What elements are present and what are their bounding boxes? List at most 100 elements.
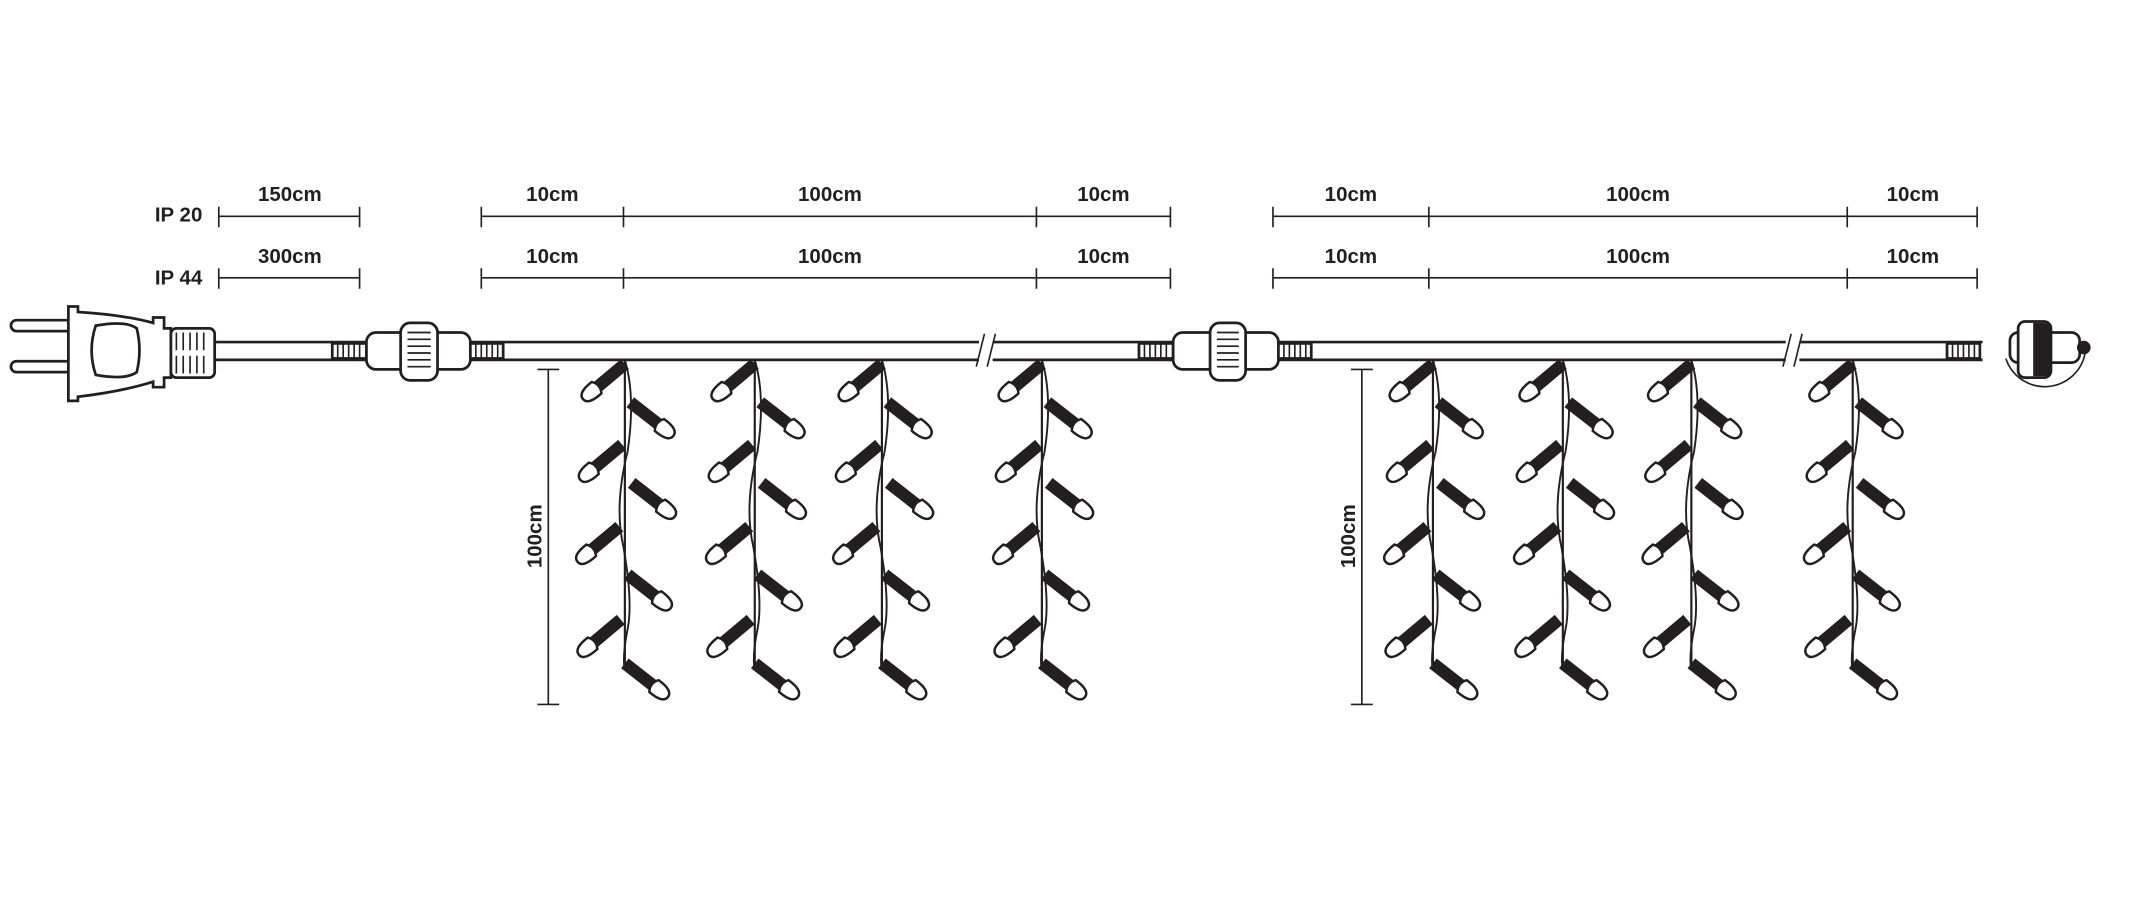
drop-height-dimension-2: 100cm — [1337, 368, 1373, 706]
led-bulb-icon — [1641, 521, 1690, 566]
s2-ip20-mid: 100cm — [1606, 183, 1670, 206]
led-bulb-icon — [1848, 658, 1899, 701]
led-bulb-icon — [756, 397, 806, 440]
drop-wire-return — [1685, 359, 1699, 671]
led-bulb-icon — [1388, 359, 1437, 403]
led-bulb-icon — [878, 658, 928, 701]
drop-wire-return — [1846, 359, 1860, 671]
led-bulb-icon — [1851, 569, 1902, 612]
drop-wire-return — [875, 359, 890, 671]
drop-wire-return — [1035, 359, 1050, 671]
lead-dimension-ip44: 300cm — [217, 245, 361, 289]
led-bulb-icon — [1559, 658, 1609, 701]
led-bulb-icon — [1802, 521, 1852, 566]
s1-ip44-mid: 100cm — [798, 245, 862, 268]
led-bulb-icon — [1644, 439, 1693, 484]
s2-ip20-left: 10cm — [1325, 183, 1377, 206]
lead-length-ip44: 300cm — [258, 245, 322, 268]
led-bulb-icon — [833, 614, 882, 659]
led-bulb-icon — [1693, 397, 1743, 440]
led-bulb-icon — [1642, 614, 1692, 659]
led-bulb-icon — [1646, 359, 1696, 403]
led-bulb-icon — [1855, 478, 1906, 521]
connector-1-icon — [330, 321, 505, 382]
led-bulb-icon — [704, 521, 754, 566]
led-bulb-icon — [1561, 569, 1612, 612]
connector-2-icon — [1137, 321, 1313, 382]
drop-height-label-2: 100cm — [1337, 504, 1360, 568]
led-drop — [574, 359, 678, 701]
drop-height-label-1: 100cm — [523, 504, 546, 568]
led-bulb-icon — [1515, 439, 1565, 484]
drop-height-dimension-1: 100cm — [523, 368, 560, 706]
section-1-dimensions: 10cm 100cm 10cm 10cm 100cm 10cm — [480, 183, 1172, 289]
led-bulb-icon — [880, 569, 931, 612]
led-bulb-icon — [1043, 397, 1093, 440]
led-bulb-icon — [834, 439, 884, 484]
led-bulb-icon — [757, 478, 808, 521]
led-drop — [991, 359, 1095, 701]
s2-ip20-right: 10cm — [1887, 183, 1939, 206]
ip44-label: IP 44 — [155, 267, 203, 290]
s2-ip44-mid: 100cm — [1606, 245, 1670, 268]
led-bulb-icon — [1694, 478, 1744, 521]
led-bulb-icon — [1804, 614, 1853, 659]
led-bulb-icon — [1518, 359, 1567, 403]
led-bulb-icon — [1429, 658, 1479, 701]
led-bulb-icon — [627, 478, 678, 521]
led-bulb-icon — [574, 521, 624, 566]
led-bulb-icon — [883, 397, 934, 440]
led-bulb-icon — [1687, 658, 1737, 701]
led-drop — [831, 359, 935, 701]
s1-ip44-right: 10cm — [1077, 245, 1129, 268]
lead-length-ip20: 150cm — [258, 183, 322, 206]
led-bulb-icon — [707, 439, 756, 484]
led-bulb-icon — [1805, 439, 1854, 484]
led-bulb-icon — [837, 359, 886, 403]
led-bulb-icon — [991, 521, 1041, 566]
led-bulb-icon — [576, 614, 625, 659]
led-bulb-icon — [831, 521, 881, 566]
led-bulb-icon — [580, 359, 629, 403]
lead-dimension-ip20: 150cm — [217, 183, 361, 228]
led-bulb-icon — [1854, 397, 1904, 440]
led-drops — [574, 359, 1906, 701]
led-bulb-icon — [1040, 569, 1091, 612]
led-bulb-icon — [750, 658, 801, 701]
led-drop — [1382, 359, 1486, 701]
section-2-dimensions: 10cm 100cm 10cm 10cm 100cm 10cm — [1272, 183, 1978, 289]
led-bulb-icon — [706, 614, 755, 659]
led-bulb-icon — [1512, 521, 1562, 566]
s2-ip44-left: 10cm — [1325, 245, 1377, 268]
s1-ip20-left: 10cm — [526, 183, 578, 206]
led-bulb-icon — [710, 359, 759, 403]
s2-ip44-right: 10cm — [1887, 245, 1939, 268]
led-bulb-icon — [993, 614, 1042, 659]
led-bulb-icon — [1434, 397, 1485, 440]
led-bulb-icon — [1564, 397, 1614, 440]
drop-wire-return — [1556, 359, 1571, 671]
led-bulb-icon — [1565, 478, 1616, 521]
led-bulb-icon — [1808, 359, 1857, 403]
led-drop — [1512, 359, 1616, 701]
led-bulb-icon — [994, 439, 1044, 484]
s1-ip20-mid: 100cm — [798, 183, 862, 206]
led-bulb-icon — [1431, 569, 1482, 612]
led-bulb-icon — [577, 439, 627, 484]
led-bulb-icon — [884, 478, 935, 521]
led-drop — [704, 359, 808, 701]
led-bulb-icon — [1435, 478, 1486, 521]
led-bulb-icon — [1690, 569, 1740, 612]
led-bulb-icon — [1382, 521, 1432, 566]
power-plug-icon — [9, 305, 217, 403]
led-bulb-icon — [1038, 658, 1088, 701]
ip20-label: IP 20 — [155, 204, 203, 227]
led-bulb-icon — [626, 397, 676, 440]
led-bulb-icon — [753, 569, 804, 612]
drop-wire-return — [1426, 359, 1441, 671]
led-bulb-icon — [1514, 614, 1563, 659]
led-bulb-icon — [1385, 439, 1435, 484]
led-drop — [1641, 359, 1744, 701]
